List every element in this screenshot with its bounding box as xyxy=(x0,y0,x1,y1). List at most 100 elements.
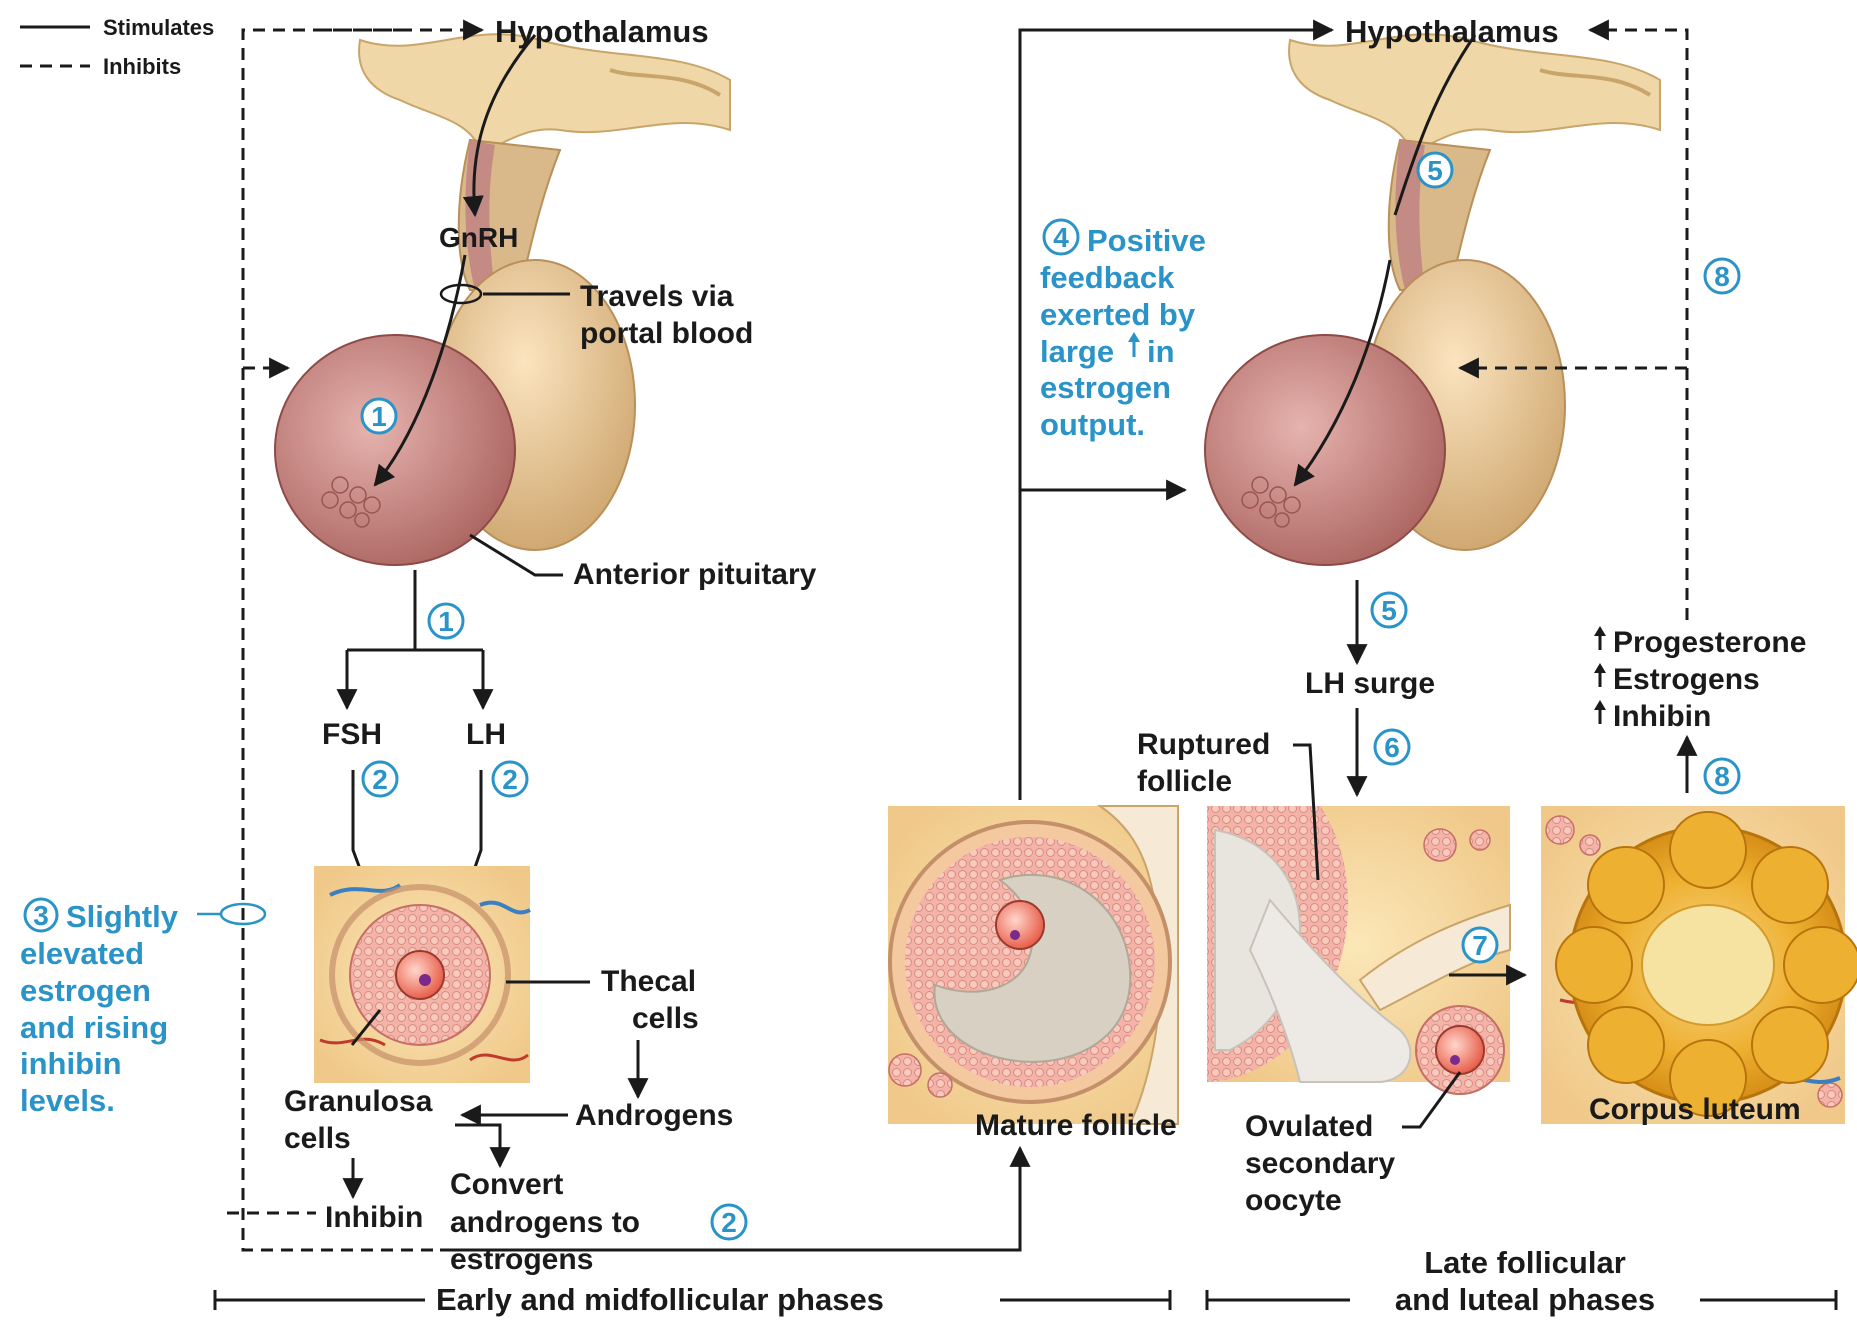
note3-line3: estrogen xyxy=(20,973,151,1008)
step-8-badge-loop xyxy=(1703,257,1741,295)
note3-line1: Slightly xyxy=(66,899,179,934)
ovulated-leader-line xyxy=(1402,1071,1462,1129)
late-phase-label-line1: Late follicular xyxy=(1424,1245,1626,1280)
note3-line6: levels. xyxy=(20,1083,115,1118)
estrogens-to-mature-follicle-arrow xyxy=(440,1145,1031,1252)
anterior-pituitary-label: Anterior pituitary xyxy=(573,558,817,591)
convert-label-line3: estrogens xyxy=(450,1243,593,1276)
left-hypothalamus-fold xyxy=(609,68,722,97)
step-5-badge-hypothalamus xyxy=(1416,151,1454,189)
ruptured-follicle-illustration xyxy=(1207,806,1511,1095)
legend: Stimulates Inhibits xyxy=(20,15,214,79)
step-2-badge-fsh xyxy=(361,760,399,798)
mature-oocyte xyxy=(995,900,1045,950)
note-4: 4 Positive feedback exerted by large in … xyxy=(1040,218,1206,442)
note4-line5: estrogen xyxy=(1040,370,1171,405)
note4-line6: output. xyxy=(1040,407,1145,442)
right-hypothalamus-label: Hypothalamus xyxy=(1345,14,1559,49)
mature-follicle-illustration xyxy=(888,805,1179,1125)
step-2-badge-lh xyxy=(491,760,529,798)
step-2-number-lh: 2 xyxy=(502,764,518,795)
fsh-label: FSH xyxy=(322,718,382,751)
corpus-luteum-center xyxy=(1641,904,1775,1026)
up-arrow-icon xyxy=(1594,626,1606,650)
right-hypothalamus-tissue xyxy=(1288,33,1661,152)
step-1-badge-pituitary xyxy=(360,397,398,435)
left-pituitary-illustration xyxy=(274,33,731,566)
ruptured-label-line2: follicle xyxy=(1137,765,1232,798)
granulosa-label-line2: cells xyxy=(284,1122,351,1155)
corpus-luteum-body xyxy=(1555,811,1857,1117)
late-phase-label-line2: and luteal phases xyxy=(1395,1282,1655,1317)
travels-via-label-line1: Travels via xyxy=(580,280,734,313)
early-follicle-illustration xyxy=(314,866,531,1083)
ovulated-label-line2: secondary xyxy=(1245,1147,1395,1180)
step-6-badge xyxy=(1373,728,1411,766)
note3-line4: and rising xyxy=(20,1010,168,1045)
ovulated-label-line1: Ovulated xyxy=(1245,1110,1373,1143)
positive-feedback-to-hypothalamus-arrow xyxy=(1018,19,1335,800)
left-inhibin-label: Inhibin xyxy=(325,1201,423,1234)
left-hypothalamus-tissue xyxy=(358,33,731,152)
legend-inhibits-label: Inhibits xyxy=(103,54,181,79)
step-8-number-hormones: 8 xyxy=(1714,761,1730,792)
step-3-number: 3 xyxy=(33,900,49,931)
left-hypothalamus-label: Hypothalamus xyxy=(495,14,709,49)
note4-line4a: large xyxy=(1040,334,1114,369)
up-arrow-icon xyxy=(1594,663,1606,687)
legend-stimulates-label: Stimulates xyxy=(103,15,214,40)
ruptured-leader-line xyxy=(1293,743,1320,881)
phase-bracket-late: Late follicular and luteal phases xyxy=(1205,1245,1838,1317)
note4-line3: exerted by xyxy=(1040,297,1196,332)
step-5-badge-pituitary xyxy=(1370,591,1408,629)
note3-line2: elevated xyxy=(20,936,144,971)
note4-line2: feedback xyxy=(1040,260,1175,295)
travels-via-label-line2: portal blood xyxy=(580,317,753,350)
fimbrial-fluid xyxy=(1248,898,1412,1083)
ovulated-label-line3: oocyte xyxy=(1245,1184,1342,1217)
thecal-label-line2: cells xyxy=(632,1002,699,1035)
left-hypothalamus-to-gnrh-arrow xyxy=(462,34,537,218)
step-2-badge-estrogens xyxy=(710,1203,748,1241)
note3-line5: inhibin xyxy=(20,1046,122,1081)
step-4-badge xyxy=(1042,218,1080,256)
androgens-label: Androgens xyxy=(575,1099,733,1132)
convert-label-line1: Convert xyxy=(450,1168,563,1201)
progesterone-label: Progesterone xyxy=(1613,626,1806,659)
granulosa-leader-line xyxy=(350,1009,382,1046)
ovulated-oocyte xyxy=(1435,1025,1485,1075)
step-8-number-loop: 8 xyxy=(1714,261,1730,292)
step-7-number: 7 xyxy=(1472,930,1488,961)
step-8-badge-hormones xyxy=(1703,757,1741,795)
left-anterior-lobe xyxy=(274,334,516,566)
left-secretory-cells xyxy=(321,476,381,528)
convert-label-line2: androgens to xyxy=(450,1206,640,1239)
step-2-number-estrogens: 2 xyxy=(721,1207,737,1238)
mature-antrum xyxy=(933,873,1132,1063)
right-hypothalamus-to-stalk-line xyxy=(1393,34,1477,216)
gnrh-label: GnRH xyxy=(439,222,518,253)
granulosa-label-line1: Granulosa xyxy=(284,1085,433,1118)
thecal-label-line1: Thecal xyxy=(601,965,696,998)
left-gnrh-to-pituitary-arrow xyxy=(373,254,467,487)
right-pituitary-illustration xyxy=(1204,33,1661,566)
granulosa-to-convert-arrow xyxy=(455,1123,511,1169)
phase-bracket-early: Early and midfollicular phases xyxy=(213,1282,1172,1317)
up-arrow-icon xyxy=(1128,332,1140,357)
step-1-number-pituitary: 1 xyxy=(371,401,387,432)
right-gnrh-to-pituitary-arrow xyxy=(1293,259,1392,487)
lh-label: LH xyxy=(466,718,506,751)
step-badges: 1 1 2 2 2 5 5 6 7 8 8 xyxy=(360,151,1741,1241)
step-6-number: 6 xyxy=(1384,732,1400,763)
step-1-number-branch: 1 xyxy=(438,606,454,637)
estrogens-label: Estrogens xyxy=(1613,663,1760,696)
anterior-pituitary-leader-line xyxy=(469,533,563,577)
step-4-number: 4 xyxy=(1053,222,1069,253)
step-5-number-hypothalamus: 5 xyxy=(1427,155,1443,186)
corpus-luteum-illustration xyxy=(1541,806,1857,1124)
step-7-badge xyxy=(1461,926,1499,964)
ruptured-label-line1: Ruptured xyxy=(1137,728,1270,761)
note4-line4b: in xyxy=(1147,334,1175,369)
